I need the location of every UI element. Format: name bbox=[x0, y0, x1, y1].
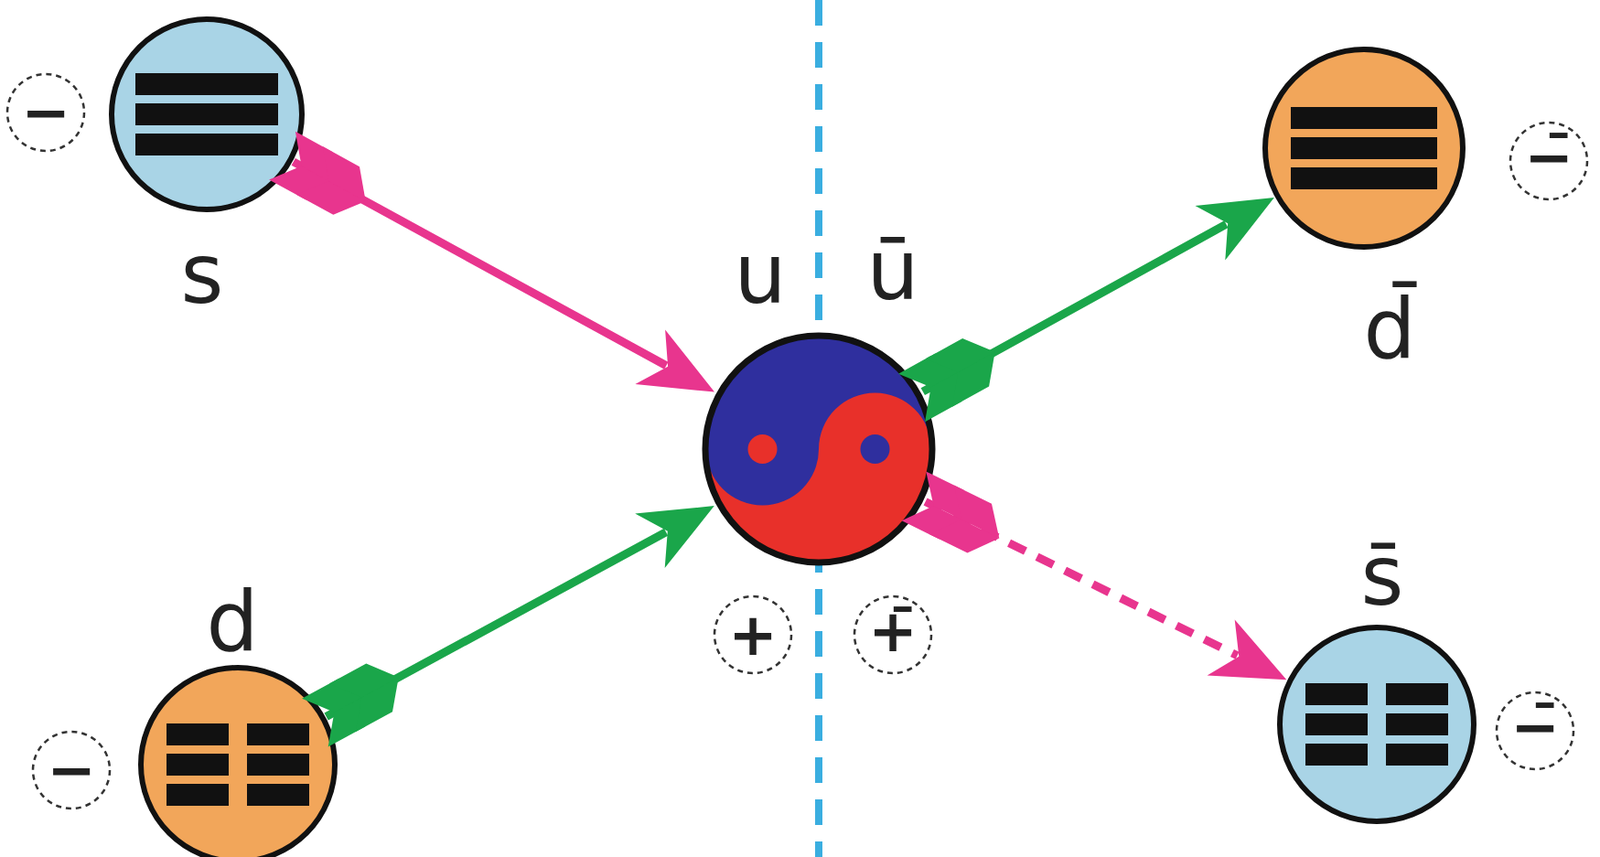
quark-label: u bbox=[733, 233, 786, 316]
particle-arrow bbox=[268, 131, 715, 393]
particle-arrow bbox=[902, 471, 1288, 680]
particle-arrow bbox=[301, 505, 715, 747]
anti-s-circle bbox=[1279, 627, 1474, 822]
quark-label: s bbox=[181, 233, 225, 316]
quark-node: d̄ bbox=[1265, 49, 1463, 247]
anti-d-circle bbox=[1265, 49, 1463, 247]
charge-sign: −̄ bbox=[1524, 128, 1574, 187]
quark-label: ū bbox=[866, 229, 919, 312]
charge-sign: +̄ bbox=[868, 601, 918, 661]
d-quark-circle bbox=[140, 667, 335, 857]
charge-sign: − bbox=[46, 740, 97, 800]
quark-node: s̄ bbox=[1279, 627, 1474, 822]
particle-arrow bbox=[898, 197, 1275, 422]
quark-label: d bbox=[205, 580, 258, 664]
quark-node: d bbox=[140, 667, 335, 857]
quark-label: s̄ bbox=[1361, 535, 1405, 618]
quark-node: s bbox=[111, 19, 302, 210]
charge-sign: − bbox=[21, 83, 71, 142]
quark-label: d̄ bbox=[1363, 288, 1416, 371]
charge-sign: + bbox=[728, 605, 778, 665]
yin-yang-circle bbox=[705, 335, 933, 563]
charge-sign: −̄ bbox=[1510, 697, 1560, 757]
quark-node: uū bbox=[703, 333, 935, 565]
